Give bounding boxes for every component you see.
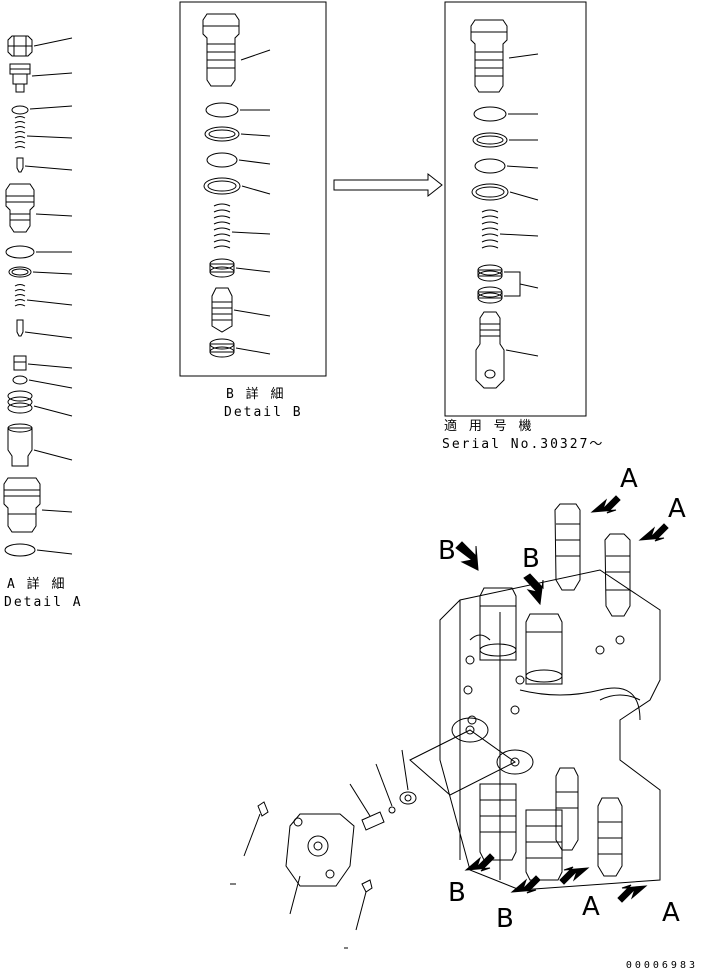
valve-body (409, 569, 661, 891)
view-letter-b-3: B (448, 878, 466, 908)
detail-b-frame (179, 1, 327, 377)
side-block (230, 749, 417, 949)
detail-a-parts (3, 35, 73, 557)
detail-a-title: A 詳 細 (7, 577, 67, 592)
view-letter-a-4: A (662, 898, 680, 928)
serial-frame (444, 1, 587, 417)
detail-b-title-en: Detail B (224, 405, 303, 420)
view-letter-a-3: A (582, 892, 600, 922)
drawing-code: 00006983 (625, 960, 698, 971)
detail-b-parts (202, 13, 271, 358)
view-letter-b-4: B (496, 904, 514, 934)
view-letter-a-1: A (620, 464, 638, 494)
serial-number: Serial No.30327～ (442, 437, 605, 452)
view-letter-b-1: B (438, 536, 456, 566)
serial-parts (470, 19, 539, 389)
detail-a-title-en: Detail A (4, 595, 83, 610)
view-arrow-icon (455, 495, 669, 903)
view-letter-b-2: B (522, 544, 540, 574)
detail-b-title: B 詳 細 (226, 387, 286, 402)
serial-title: 適 用 号 機 (444, 419, 534, 434)
arrow-right-icon (333, 172, 443, 198)
view-letter-a-2: A (668, 494, 686, 524)
lower-cartridges (479, 767, 623, 881)
upper-cartridges (479, 503, 631, 685)
